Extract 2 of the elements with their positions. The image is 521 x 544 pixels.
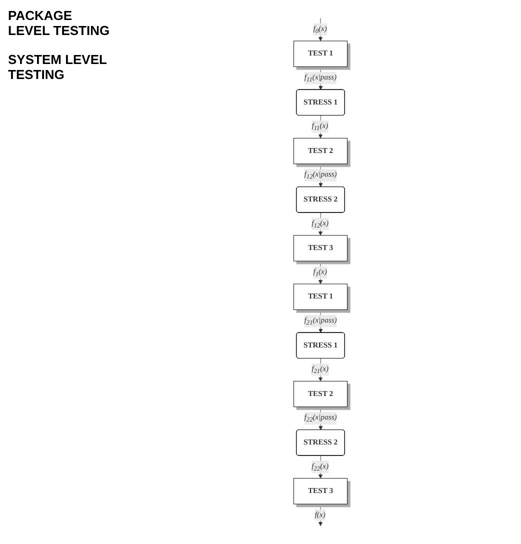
column-heading: PACKAGE LEVEL TESTING <box>8 8 111 38</box>
column-heading: SYSTEM LEVEL TESTING <box>8 52 108 82</box>
